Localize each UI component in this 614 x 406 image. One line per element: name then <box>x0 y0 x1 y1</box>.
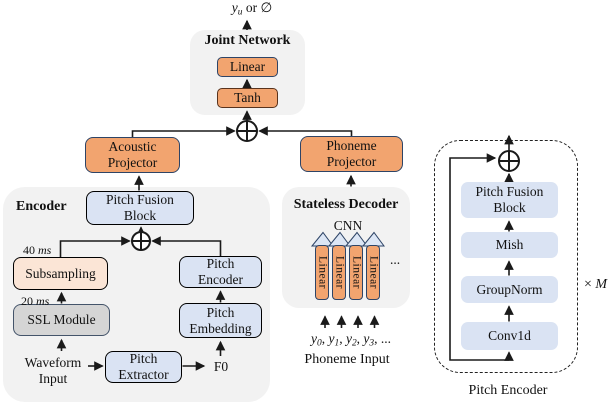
ssl-module-label: SSL Module <box>27 312 96 328</box>
groupnorm-box: GroupNorm <box>461 276 558 303</box>
decoder-linear-2-label: Linear <box>350 255 363 289</box>
pitch-encoder-box: Pitch Encoder <box>179 256 262 288</box>
cnn-label: CNN <box>333 218 363 233</box>
phoneme-projector-box: Phoneme Projector <box>300 136 403 172</box>
linear-box: Linear <box>217 57 278 77</box>
seq-sub-3: 3 <box>369 338 375 349</box>
pitch-embedding-box: Pitch Embedding <box>179 303 262 338</box>
seq-suffix: , ... <box>374 331 391 346</box>
joint-output-label: yu or ∅ <box>217 0 287 19</box>
pitch-fusion-line2: Block <box>123 208 157 223</box>
joint-sum-node <box>236 120 258 142</box>
stateless-decoder-title: Stateless Decoder <box>293 197 399 212</box>
rate-20-unit: ms <box>36 294 50 308</box>
repeat-m-label: × M <box>584 277 614 294</box>
seq-sep-0: , <box>321 331 329 346</box>
stateless-decoder-panel <box>282 187 410 308</box>
tanh-box: Tanh <box>217 88 278 108</box>
phoneme-sequence-label: y0, y1, y2, y3, ... <box>295 331 407 350</box>
f0-label: F0 <box>213 359 229 374</box>
pitch-extractor-line2: Extractor <box>118 367 169 382</box>
waveform-line2: Input <box>38 370 68 386</box>
pitch-extractor-line1: Pitch <box>129 351 158 367</box>
rate-20ms-label: 20 ms <box>21 294 61 308</box>
decoder-linear-1-label: Linear <box>333 255 346 289</box>
rate-40-value: 40 <box>23 243 38 257</box>
pitch-fusion-line1: Pitch Fusion <box>106 192 174 208</box>
conv1d-label: Conv1d <box>488 328 531 344</box>
pitch-embedding-line1: Pitch <box>206 304 235 320</box>
rate-40ms-label: 40 ms <box>23 243 63 257</box>
decoder-linear-3: Linear <box>366 245 380 300</box>
seq-var-3: y <box>363 331 370 346</box>
phoneme-projector-line2: Projector <box>326 154 377 169</box>
rate-40-unit: ms <box>38 243 52 257</box>
pitch-encoder-caption: Pitch Encoder <box>468 383 548 398</box>
linear-label: Linear <box>229 59 266 75</box>
mish-label: Mish <box>495 237 524 253</box>
decoder-linear-2: Linear <box>349 245 363 300</box>
detail-pitch-fusion-block-box: Pitch Fusion Block <box>461 182 558 218</box>
joint-network-title: Joint Network <box>204 33 291 48</box>
decoder-linear-0-label: Linear <box>316 255 329 289</box>
pitch-fusion-block-box: Pitch Fusion Block <box>86 191 194 225</box>
seq-var-1: y <box>328 331 335 346</box>
acoustic-projector-box: Acoustic Projector <box>85 137 180 173</box>
seq-sep-1: , <box>339 331 346 346</box>
decoder-linear-0: Linear <box>315 245 329 300</box>
pitch-embedding-line2: Embedding <box>189 320 252 336</box>
rate-20-value: 20 <box>21 294 36 308</box>
mish-box: Mish <box>461 232 558 258</box>
seq-sub-1: 1 <box>334 338 340 349</box>
seq-sub-0: 0 <box>317 338 322 349</box>
pitch-encoder-line2: Encoder <box>198 272 243 287</box>
subsampling-box: Subsampling <box>13 257 108 290</box>
phoneme-projector-line1: Phoneme <box>326 138 377 154</box>
subsampling-label: Subsampling <box>25 265 96 281</box>
groupnorm-label: GroupNorm <box>476 281 543 297</box>
decoder-linear-1: Linear <box>332 245 346 300</box>
seq-sep-2: , <box>356 331 364 346</box>
waveform-line1: Waveform <box>24 355 82 370</box>
seq-sub-2: 2 <box>351 338 357 349</box>
tanh-label: Tanh <box>234 90 261 106</box>
phoneme-input-label: Phoneme Input <box>304 352 390 367</box>
seq-var-0: y <box>311 331 317 346</box>
detail-pfb-line2: Block <box>493 200 526 215</box>
seq-var-2: y <box>345 331 352 346</box>
repeat-var: M <box>595 277 608 292</box>
output-var: y <box>231 0 238 15</box>
waveform-input-label: Waveform Input <box>18 355 88 387</box>
conv1d-box: Conv1d <box>461 322 558 350</box>
output-sub: u <box>237 7 243 18</box>
pitch-extractor-box: Pitch Extractor <box>105 351 182 383</box>
output-rest: or ∅ <box>242 0 273 15</box>
repeat-times: × <box>584 277 596 292</box>
detail-pfb-line1: Pitch Fusion <box>475 184 544 200</box>
ssl-module-box: SSL Module <box>13 304 110 336</box>
encoder-title: Encoder <box>16 199 67 214</box>
acoustic-projector-line1: Acoustic <box>108 139 157 155</box>
decoder-linear-3-label: Linear <box>367 255 380 289</box>
decoder-ellipsis: ... <box>389 252 401 267</box>
pitch-encoder-line1: Pitch <box>206 256 235 272</box>
acoustic-projector-line2: Projector <box>107 155 158 170</box>
